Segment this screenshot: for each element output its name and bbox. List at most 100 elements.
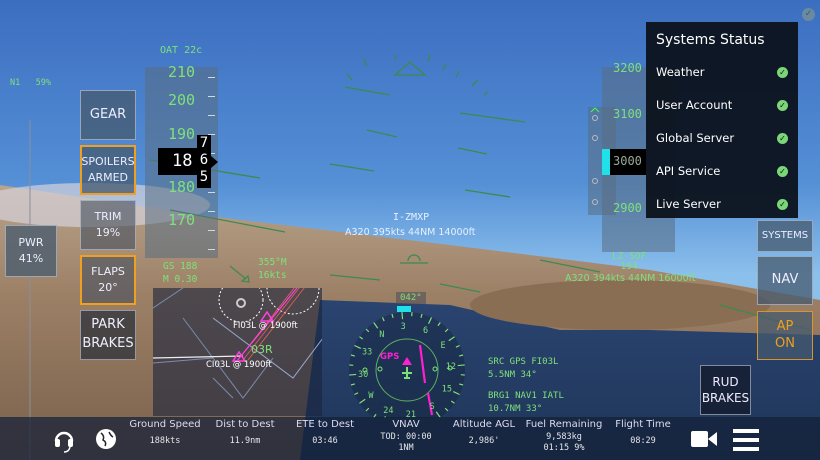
systems-label: SYSTEMS	[761, 229, 809, 241]
traffic-callsign: LZ-SOF	[612, 251, 647, 262]
status-label: API Service	[656, 164, 721, 178]
status-row-live-server: Live Server✓	[656, 197, 788, 211]
speed-tick-label: 190	[168, 125, 196, 143]
rud-brakes-label: BRAKES	[701, 391, 750, 405]
compass-tick	[444, 328, 449, 333]
systems-status-title: Systems Status	[656, 32, 765, 48]
compass-tick	[349, 373, 357, 376]
camera-icon[interactable]	[690, 430, 718, 448]
traffic-info: A320 395kts 44NM 14000ft	[345, 227, 476, 238]
menu-icon[interactable]	[733, 429, 759, 451]
n1-value: 59%	[35, 78, 51, 88]
map-inset[interactable]: FI03L @ 1900ft CI03L @ 1900ft 03R	[153, 288, 322, 416]
status-toggle-icon[interactable]: ✓	[802, 8, 815, 21]
stat-value-2: 1NM	[398, 443, 414, 454]
speed-tick-label: 200	[168, 91, 196, 109]
rudder-brakes-button[interactable]: RUD BRAKES	[700, 365, 751, 415]
src-dist: 5.5NM 34°	[488, 370, 537, 380]
speed-pointer-icon	[211, 156, 218, 168]
nav-source-label: GPS	[380, 352, 399, 362]
traffic-callsign[interactable]: I-ZMXP	[393, 212, 430, 223]
compass-tick	[452, 391, 460, 396]
spoilers-button[interactable]: SPOILERS ARMED	[80, 145, 136, 195]
wind-direction: 355°M	[258, 257, 287, 268]
spoilers-state: ARMED	[87, 171, 129, 184]
stat-value: 03:46	[312, 436, 338, 446]
roll-digit: 6	[199, 152, 209, 168]
runway-label: 03R	[251, 343, 273, 356]
compass-tick	[354, 392, 359, 396]
compass-tick	[401, 312, 404, 320]
stat-label: Dist to Dest	[215, 419, 275, 430]
compass-tick	[365, 407, 370, 412]
status-row-weather: Weather✓	[656, 65, 788, 79]
stat-altitude-agl: Altitude AGL 2,986'	[439, 419, 529, 447]
compass-tick	[391, 313, 394, 318]
nav-info: SRC GPS FI03L 5.5NM 34° BRG1 NAV1 IATL 1…	[488, 356, 564, 416]
compass-label: 33	[362, 347, 372, 357]
altitude-tick-label: 3100	[613, 107, 642, 121]
compass-tick	[373, 413, 377, 418]
gs-readout: GS 188	[163, 261, 198, 272]
compass-tick	[350, 354, 355, 357]
altitude-bug	[602, 149, 610, 175]
check-icon: ✓	[777, 165, 788, 177]
compass-label: W	[368, 391, 374, 401]
compass-label: 24	[383, 406, 393, 416]
power-label: PWR	[18, 236, 44, 250]
compass-tick	[359, 398, 366, 404]
traffic-sub: 194	[620, 261, 638, 272]
aircraft-icon	[402, 367, 412, 379]
compass-tick	[354, 344, 362, 349]
stat-label: ETE to Dest	[295, 419, 355, 430]
compass-tick	[350, 383, 355, 386]
systems-button[interactable]: SYSTEMS	[757, 220, 813, 252]
gear-button[interactable]: GEAR	[80, 90, 136, 140]
trim-label: TRIM	[94, 210, 122, 224]
speed-tick-label: 170	[168, 211, 196, 229]
heading-bug-readout[interactable]: 042°	[396, 292, 426, 304]
nav-label: NAV	[771, 272, 799, 288]
stat-value-2: 01:15 9%	[543, 443, 585, 454]
flaps-value: 20°	[98, 281, 118, 294]
compass-label: 21	[406, 410, 416, 418]
spoilers-label: SPOILERS	[81, 155, 135, 169]
nav-button[interactable]: NAV	[757, 256, 813, 305]
stat-value: 2,986'	[468, 436, 500, 446]
ap-state: ON	[775, 335, 795, 351]
compass-tick	[448, 336, 455, 342]
stat-label: Ground Speed	[129, 419, 201, 430]
brakes-label: BRAKES	[82, 336, 134, 351]
rud-label: RUD	[712, 374, 739, 389]
compass-tick	[428, 317, 433, 325]
status-label: Global Server	[656, 131, 735, 145]
check-icon: ✓	[777, 66, 788, 78]
globe-icon[interactable]	[95, 428, 117, 450]
compass-tick	[450, 400, 455, 404]
compass-tick	[373, 322, 379, 329]
n1-readout: N1 59%	[10, 78, 51, 88]
compass-label: E	[440, 341, 445, 351]
altitude-tick-label: 3200	[613, 61, 642, 75]
headset-icon[interactable]	[53, 427, 75, 453]
speed-readout: 18	[172, 151, 193, 171]
src-line: SRC GPS FI03L	[488, 357, 559, 367]
ap-label: AP	[776, 318, 794, 334]
park-brakes-button[interactable]: PARK BRAKES	[80, 310, 136, 360]
compass-tick	[455, 344, 460, 348]
speed-tick-label: 180	[168, 178, 196, 196]
stat-label: Altitude AGL	[452, 419, 516, 430]
park-label: PARK	[91, 317, 125, 333]
